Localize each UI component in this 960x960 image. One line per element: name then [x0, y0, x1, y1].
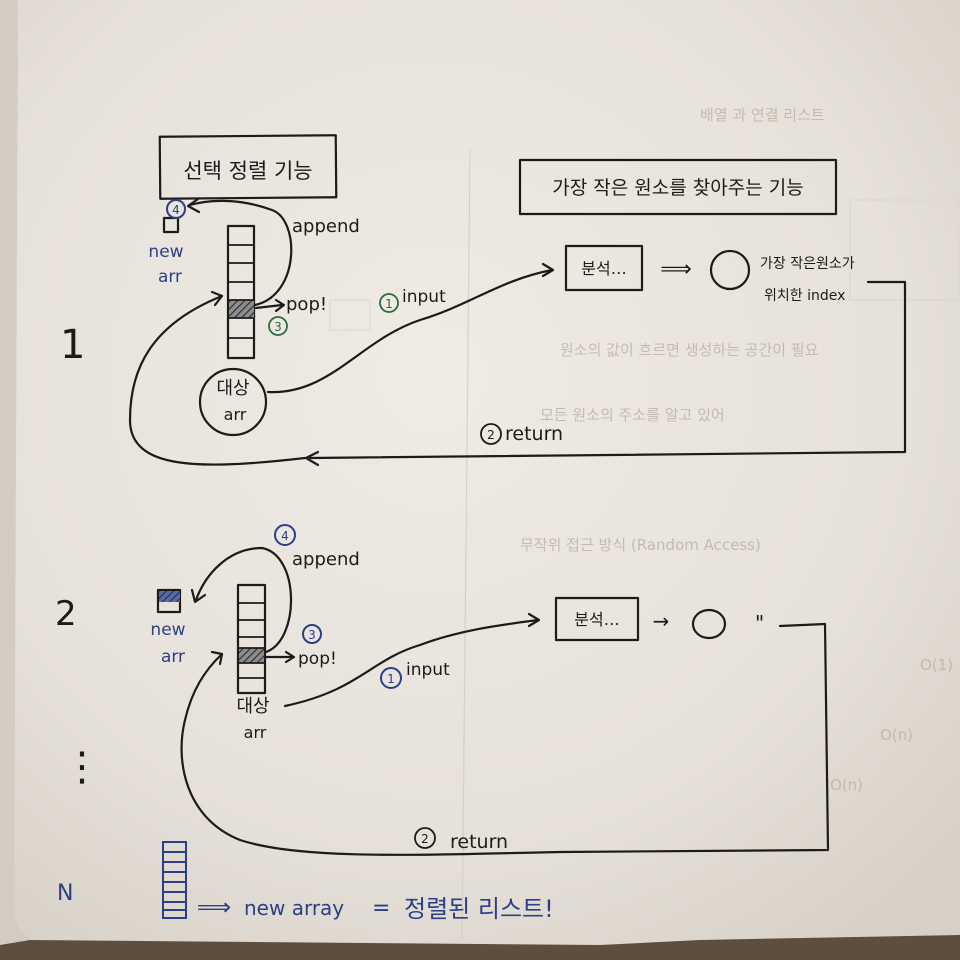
selection-sort-title: 선택 정렬 기능 [158, 134, 338, 200]
bleed-line: 배열 과 연결 리스트 [700, 106, 825, 124]
result-label: 위치한 index [764, 288, 845, 304]
analysis-box [564, 244, 644, 292]
input-label: input [402, 287, 446, 307]
new-arr-label: arr [158, 267, 182, 287]
svg-text:1: 1 [385, 297, 393, 311]
conclusion-new-array: new array [244, 896, 344, 920]
step-n: N [57, 881, 73, 906]
result-circle [691, 608, 727, 640]
step-4-marker [166, 199, 186, 219]
svg-text:3: 3 [274, 320, 282, 334]
target-circle [198, 367, 268, 437]
return-label: return [450, 831, 508, 853]
analysis-box [554, 596, 640, 642]
pop-label: pop! [286, 294, 327, 315]
analysis-box-text: 분석… [574, 610, 619, 629]
step-3-marker [302, 624, 322, 644]
svg-text:2: 2 [487, 428, 495, 442]
page-edge [0, 0, 30, 945]
bleed-line: O(n) [830, 776, 863, 794]
pop-label: pop! [298, 649, 337, 669]
step-2: 2 new arr 4 append 3 pop! 대상 ar [55, 524, 830, 856]
append-arrow [188, 199, 293, 307]
step-2-number: 2 [55, 594, 77, 634]
new-arr-box [162, 216, 180, 234]
conclusion-equals: = [372, 896, 390, 921]
bleed-through-text: 배열 과 연결 리스트 원소의 값이 흐르면 생성하는 공간이 필요 모든 원소… [329, 106, 960, 941]
append-arrow [194, 546, 293, 654]
sorted-array [162, 841, 187, 919]
target-label: arr [224, 405, 247, 424]
bleed-line: 무작위 접근 방식 (Random Access) [520, 536, 761, 554]
bleed-line: 원소의 값이 흐르면 생성하는 공간이 필요 [560, 341, 819, 359]
conclusion-arrow: ⟹ [197, 893, 231, 921]
new-arr-label: new [148, 242, 183, 262]
target-array [236, 583, 267, 695]
step-2-marker [414, 827, 436, 849]
step-1-marker [379, 293, 399, 313]
target-array [226, 224, 256, 360]
vertical-ellipsis: ⋮ [62, 744, 102, 790]
svg-text:4: 4 [172, 203, 180, 217]
return-loop [128, 294, 307, 466]
conclusion-result: 정렬된 리스트! [404, 895, 554, 923]
input-label: input [406, 660, 450, 680]
new-arr-label: new [150, 620, 185, 640]
target-label: 대상 [236, 696, 269, 717]
return-arrow [308, 280, 907, 460]
target-label: arr [244, 723, 267, 742]
double-arrow: ⟹ [660, 257, 692, 282]
arrow: → [653, 609, 670, 633]
step-1: 1 4 new arr append pop! 3 대상 arr [60, 197, 907, 467]
new-arr-label: arr [161, 647, 185, 667]
ditto-mark: " [755, 611, 764, 635]
svg-text:1: 1 [387, 672, 395, 686]
result-circle [709, 249, 751, 291]
step-3-marker [268, 316, 288, 336]
analysis-box-text: 분석… [581, 259, 626, 278]
step-1-number: 1 [60, 322, 85, 368]
min-element-cell [239, 648, 264, 663]
svg-text:3: 3 [308, 628, 316, 642]
find-min-title: 가장 작은 원소를 찾아주는 기능 [518, 158, 838, 216]
append-label: append [292, 549, 360, 570]
min-element-cell [229, 300, 254, 318]
input-arrow [283, 618, 540, 708]
selection-sort-title-text: 선택 정렬 기능 [183, 159, 312, 183]
target-label: 대상 [216, 378, 249, 399]
append-label: append [292, 216, 360, 237]
bleed-line: 모든 원소의 주소를 알고 있어 [540, 406, 725, 424]
svg-text:2: 2 [421, 832, 429, 846]
bleed-line: O(n) [880, 726, 913, 744]
step-4-marker [274, 524, 296, 546]
conclusion: ⟹ new array = 정렬된 리스트! [162, 841, 554, 923]
pop-arrow [254, 303, 284, 310]
step-1-marker [380, 667, 402, 689]
return-label: return [505, 423, 563, 445]
bleed-line: O(1) [920, 656, 953, 674]
svg-text:4: 4 [281, 529, 289, 543]
result-label: 가장 작은원소가 [760, 256, 855, 272]
find-min-title-text: 가장 작은 원소를 찾아주는 기능 [552, 177, 803, 199]
input-arrow [266, 268, 554, 394]
return-arrow [180, 622, 830, 856]
step-2-marker [480, 423, 502, 445]
